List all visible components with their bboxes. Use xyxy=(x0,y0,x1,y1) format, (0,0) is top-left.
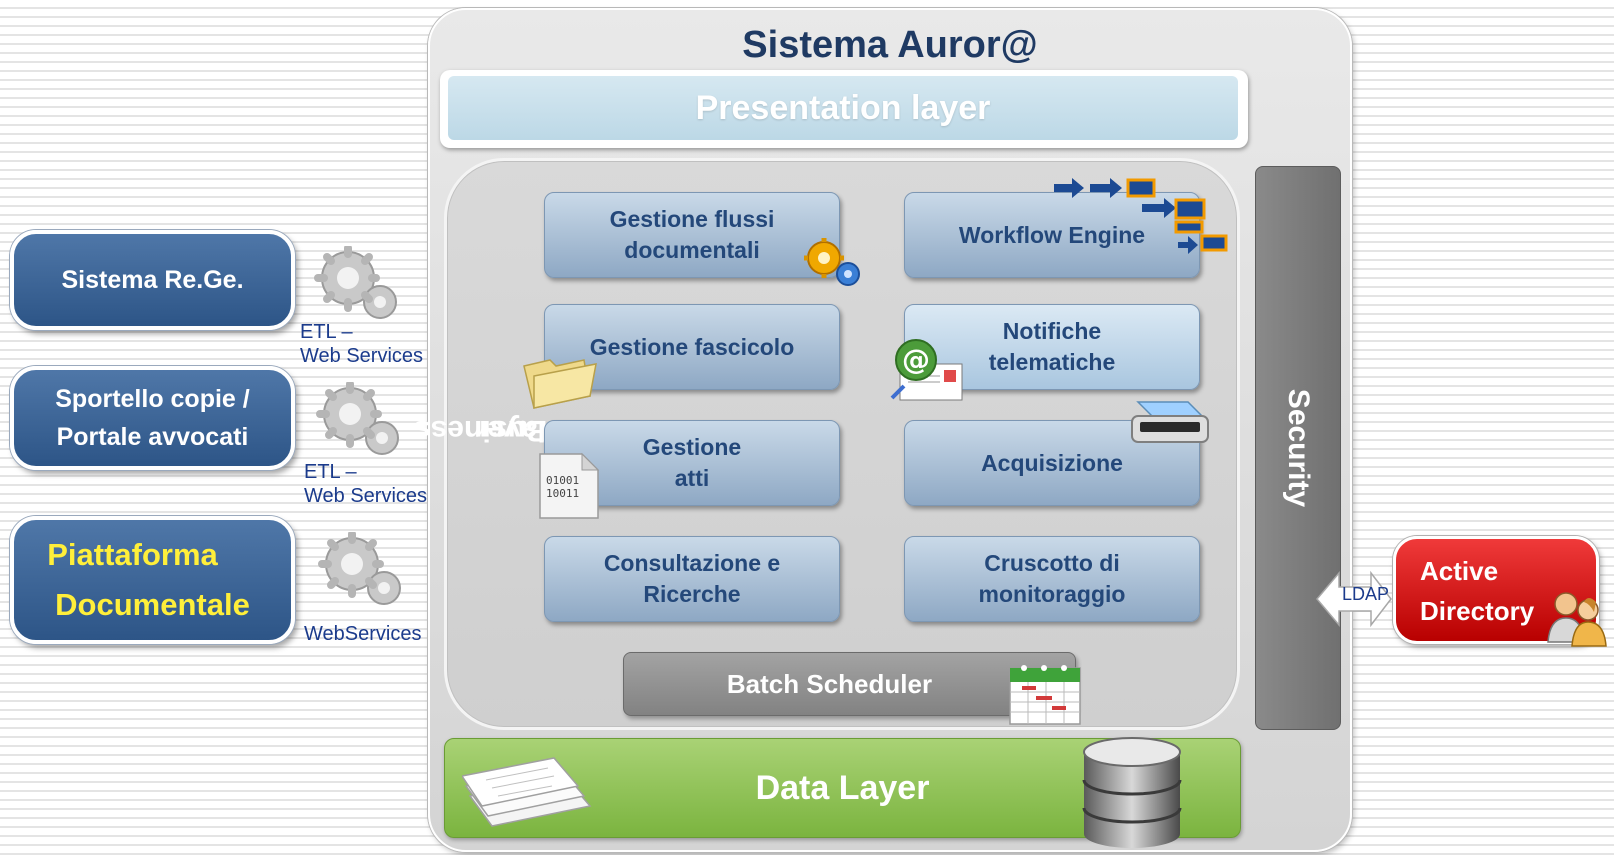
module-label: documentali xyxy=(624,237,760,263)
module-label: Cruscotto di xyxy=(984,550,1120,576)
module-label: Workflow Engine xyxy=(958,221,1146,248)
module-cruscotto-monitoraggio: Cruscotto di monitoraggio xyxy=(904,536,1200,622)
connector-label-line: ETL – xyxy=(300,321,353,343)
security-layer: Security xyxy=(1255,166,1341,730)
active-directory-line: Active xyxy=(1420,556,1499,586)
connector-label-sportello: ETL – Web Services xyxy=(304,460,430,508)
module-label: Notifiche xyxy=(1002,318,1102,344)
svg-text:@: @ xyxy=(902,343,930,376)
scanner-icon xyxy=(1131,401,1209,443)
connector-label-line: ETL – xyxy=(304,461,357,483)
batch-scheduler-label: Batch Scheduler xyxy=(726,668,933,699)
papers-icon xyxy=(462,757,592,827)
external-system-piattaforma: Piattaforma Documentale xyxy=(10,516,295,644)
module-label: telematiche xyxy=(988,349,1116,375)
module-gestione-atti: Gestione atti xyxy=(544,420,840,506)
security-label: Security xyxy=(1282,388,1316,508)
connector-label-line: Web Services xyxy=(304,485,428,507)
gears-icon xyxy=(316,382,399,455)
binary-text: 01001 xyxy=(546,474,579,487)
system-title: Sistema Auror@ xyxy=(742,23,1038,66)
module-label: Gestione flussi xyxy=(609,206,775,232)
data-layer-label: Data Layer xyxy=(755,768,930,807)
external-system-label: Sportello copie / xyxy=(55,385,250,413)
module-label: Gestione xyxy=(642,434,742,460)
external-system-label: Documentale xyxy=(55,587,250,622)
module-gestione-flussi: Gestione flussi documentali xyxy=(544,192,840,278)
active-directory-label: Active Directory xyxy=(1420,551,1570,635)
folder-icon xyxy=(523,359,597,409)
external-system-label: Sistema Re.Ge. xyxy=(61,266,244,294)
module-label: Gestione fascicolo xyxy=(589,333,795,360)
binary-file-icon: 01001 10011 xyxy=(539,452,600,519)
external-system-sportello: Sportello copie / Portale avvocati xyxy=(10,366,295,470)
connector-label-piattaforma: WebServices xyxy=(304,622,428,646)
active-directory-line: Directory xyxy=(1420,596,1535,626)
users-icon xyxy=(1547,592,1607,647)
module-consultazione-ricerche: Consultazione e Ricerche xyxy=(544,536,840,622)
presentation-layer: Presentation layer xyxy=(440,70,1248,148)
module-label: Acquisizione xyxy=(981,449,1123,476)
module-label: monitoraggio xyxy=(978,581,1126,607)
module-label: Ricerche xyxy=(643,581,741,607)
email-at-icon: @ xyxy=(890,339,963,401)
connector-label-line: WebServices xyxy=(304,623,422,645)
binary-text: 10011 xyxy=(546,487,579,500)
calendar-gantt-icon xyxy=(1009,665,1081,725)
gears-icon xyxy=(804,238,860,286)
presentation-layer-label: Presentation layer xyxy=(448,76,1238,140)
workflow-arrows-icon xyxy=(1054,178,1228,254)
connector-label-line: Web Services xyxy=(300,345,424,367)
module-gestione-fascicolo: Gestione fascicolo xyxy=(544,304,840,390)
external-system-label: Piattaforma xyxy=(47,537,218,572)
module-label: Consultazione e xyxy=(603,550,781,576)
external-system-label: Portale avvocati xyxy=(56,423,249,451)
connector-label-rege: ETL – Web Services xyxy=(300,320,428,368)
ldap-arrow xyxy=(1316,570,1392,628)
module-label: atti xyxy=(674,465,710,491)
gears-icon xyxy=(318,532,401,605)
external-system-rege: Sistema Re.Ge. xyxy=(10,230,295,330)
database-icon xyxy=(1082,737,1182,848)
ldap-label: LDAP xyxy=(1342,584,1390,604)
gears-icon xyxy=(314,246,397,319)
